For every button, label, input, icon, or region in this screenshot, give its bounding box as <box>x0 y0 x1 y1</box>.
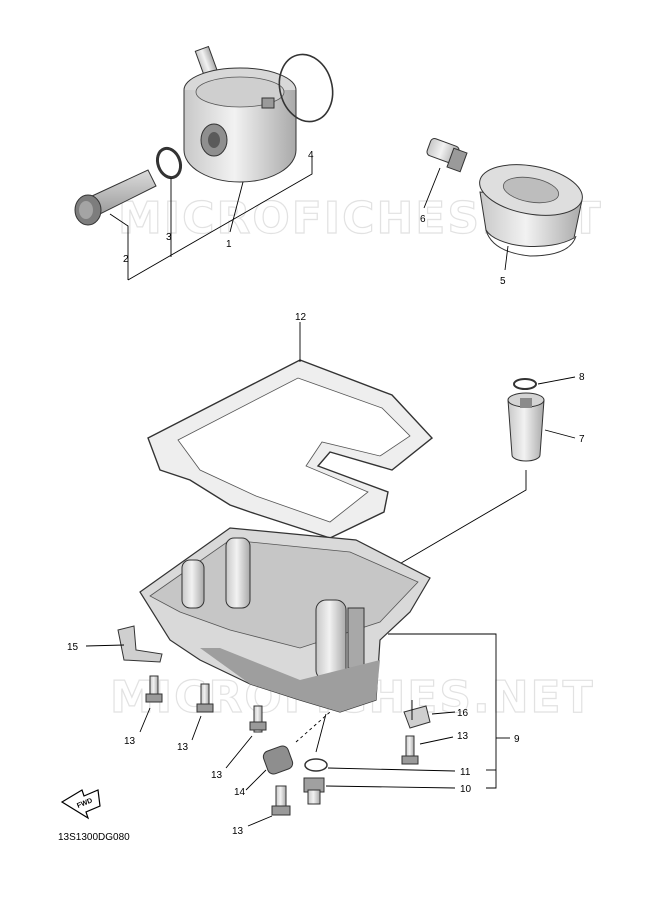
sensor <box>262 745 294 775</box>
callout-4: 4 <box>308 150 314 161</box>
callout-2: 2 <box>123 254 129 265</box>
diagram-code: 13S1300DG080 <box>58 832 130 843</box>
drain-gasket <box>304 758 328 772</box>
callout-5: 5 <box>500 276 506 287</box>
callout-13: 13 <box>124 736 136 747</box>
o-ring-small <box>155 146 183 180</box>
bolt <box>196 683 214 713</box>
callout-8: 8 <box>579 372 585 383</box>
callout-12: 12 <box>295 312 307 323</box>
callout-16: 16 <box>457 708 469 719</box>
bracket <box>117 625 163 663</box>
callout-1: 1 <box>226 239 232 250</box>
callout-11: 11 <box>460 767 471 778</box>
callout-6: 6 <box>420 214 426 225</box>
bolt <box>145 675 163 703</box>
callout-14: 14 <box>234 787 246 798</box>
oil-filter <box>479 164 583 257</box>
oil-strainer <box>507 392 545 462</box>
callout-9: 9 <box>514 734 520 745</box>
callout-7: 7 <box>579 434 585 445</box>
bolt <box>401 735 419 765</box>
callout-10: 10 <box>460 784 472 795</box>
drain-bolt <box>303 777 325 805</box>
o-ring-large <box>278 53 334 123</box>
bolt <box>271 785 291 816</box>
callout-13: 13 <box>177 742 189 753</box>
union-bolt <box>74 169 157 226</box>
oil-fitting <box>426 138 468 173</box>
callout-3: 3 <box>166 232 172 243</box>
bolt <box>249 705 267 733</box>
oil-cooler <box>183 45 297 183</box>
o-ring-8 <box>513 378 537 390</box>
clip <box>403 705 431 729</box>
callout-13: 13 <box>232 826 244 837</box>
callout-13: 13 <box>211 770 223 781</box>
fwd-arrow-icon: FWD <box>60 789 101 820</box>
callout-15: 15 <box>67 642 79 653</box>
oil-pan <box>139 527 431 713</box>
callout-13: 13 <box>457 731 469 742</box>
